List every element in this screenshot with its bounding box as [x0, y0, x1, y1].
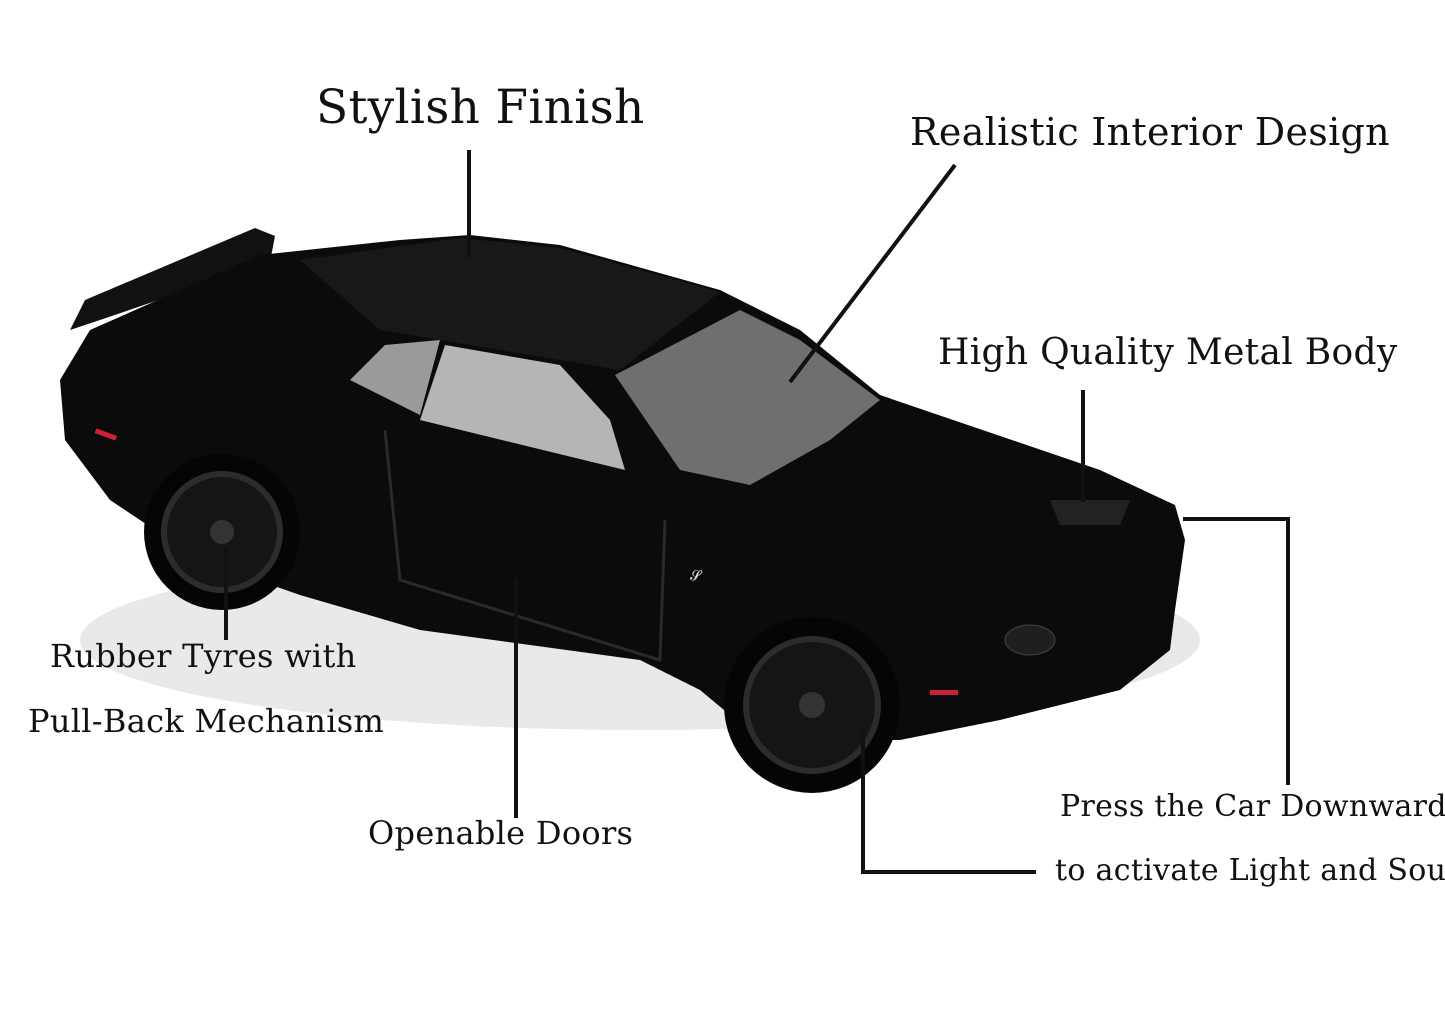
leader-press	[1183, 517, 1290, 785]
headlight	[1004, 624, 1056, 656]
hood-vent	[1050, 500, 1130, 525]
label-tyres-line2: Pull-Back Mechanism	[28, 702, 385, 740]
front-marker-light	[930, 690, 958, 695]
label-stylish-finish: Stylish Finish	[316, 80, 645, 135]
leader-press-wheel	[861, 728, 1036, 874]
side-window	[420, 345, 625, 470]
car-roof	[300, 238, 720, 370]
leader-lines	[224, 150, 1290, 874]
rear-window	[350, 340, 440, 415]
label-metal-body: High Quality Metal Body	[938, 332, 1398, 373]
rear-marker-light	[94, 428, 118, 441]
label-press-line2: to activate Light and Soud	[1055, 853, 1445, 888]
rear-spoiler	[70, 228, 275, 330]
label-press-line1: Press the Car Downward	[1060, 789, 1445, 824]
rear-wheel	[144, 454, 300, 610]
label-tyres-line1: Rubber Tyres with	[50, 637, 357, 675]
label-realistic-interior: Realistic Interior Design	[910, 110, 1390, 154]
label-openable-doors: Openable Doors	[368, 814, 634, 852]
leader-interior	[788, 163, 957, 384]
door-outline	[383, 429, 667, 663]
car-body	[60, 235, 1185, 740]
srt-emblem: 𝓢	[690, 568, 703, 584]
front-wheel	[724, 617, 900, 793]
